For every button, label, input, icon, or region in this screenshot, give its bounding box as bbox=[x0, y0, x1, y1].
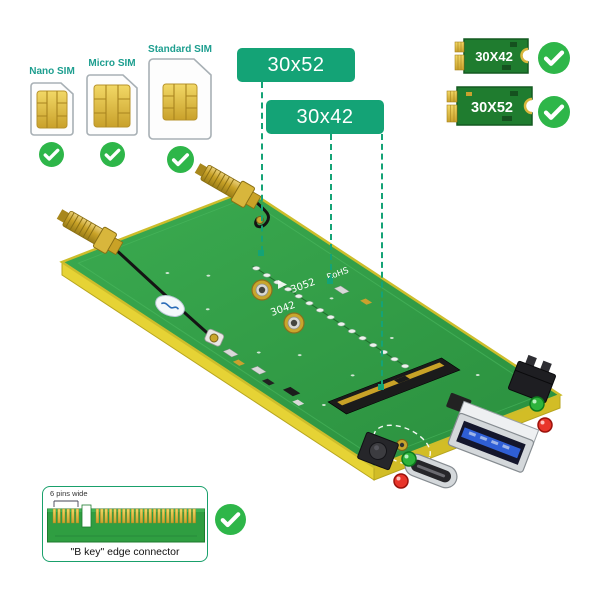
standoff-1 bbox=[251, 279, 273, 301]
bkey-diagram: 6 pins wide "B key" edge connector bbox=[42, 486, 208, 562]
sim-label-standard: Standard SIM bbox=[148, 44, 212, 55]
callout-line-2 bbox=[330, 134, 332, 280]
smd-components bbox=[222, 285, 373, 406]
bkey-caption: "B key" edge connector bbox=[70, 546, 180, 558]
led-red-1 bbox=[537, 417, 553, 433]
pins-note: 6 pins wide bbox=[50, 489, 88, 498]
callout-line-2-end bbox=[327, 278, 333, 284]
callout-line-3 bbox=[381, 134, 383, 386]
pcb-board bbox=[59, 188, 563, 469]
antenna-cable-1 bbox=[112, 246, 215, 340]
sim-label-nano: Nano SIM bbox=[29, 66, 75, 77]
size-callout-30x42: 30x42 bbox=[266, 100, 384, 134]
sim-card-nano bbox=[30, 82, 74, 141]
vias bbox=[165, 272, 480, 406]
bkey-notch bbox=[81, 504, 92, 528]
check-icon bbox=[167, 146, 194, 173]
callout-line-1 bbox=[261, 82, 263, 252]
tact-button bbox=[357, 431, 399, 471]
screw-hole-center bbox=[399, 442, 405, 448]
sim-chip bbox=[93, 84, 131, 128]
pins-bracket bbox=[53, 500, 79, 507]
silkscreen-logo bbox=[278, 280, 287, 289]
led-green-1 bbox=[529, 396, 545, 412]
sim-label-micro: Micro SIM bbox=[88, 58, 136, 69]
module-30x52-label: 30X52 bbox=[471, 100, 513, 116]
logo-sticker bbox=[155, 295, 185, 317]
sim-card-standard bbox=[148, 58, 212, 145]
check-icon bbox=[538, 42, 570, 74]
size-callout-30x52: 30x52 bbox=[237, 48, 355, 82]
m2-slot bbox=[327, 357, 461, 415]
check-icon bbox=[215, 504, 246, 535]
check-icon bbox=[39, 142, 64, 167]
led-red-2-highlight bbox=[396, 476, 401, 481]
led-red-2 bbox=[393, 473, 409, 489]
callout-line-3-end bbox=[378, 384, 384, 390]
usb-a-port bbox=[447, 400, 540, 473]
sim-chip bbox=[162, 83, 198, 121]
led-green-1-highlight bbox=[532, 399, 537, 404]
pin-header bbox=[508, 354, 556, 404]
bkey-pins-right bbox=[95, 508, 196, 524]
usb-c-port bbox=[404, 453, 458, 489]
check-icon bbox=[100, 142, 125, 167]
module-30x42: 30X42 bbox=[452, 36, 532, 81]
module-30x52: 30X52 bbox=[444, 84, 536, 133]
sim-chip bbox=[36, 90, 68, 129]
standoff-2 bbox=[283, 312, 305, 334]
callout-line-1-end bbox=[258, 250, 264, 256]
pcb-illustration: 3052 RoHS 3042 bbox=[56, 163, 563, 489]
led-green-2 bbox=[401, 451, 417, 467]
bkey-connector-drawing bbox=[47, 500, 205, 543]
check-icon bbox=[538, 96, 570, 128]
led-green-2-highlight bbox=[404, 454, 409, 459]
module-edge-fingers bbox=[446, 90, 458, 123]
sim-card-micro bbox=[86, 74, 138, 141]
ufl-connector-1 bbox=[209, 333, 219, 343]
bkey-pins-left bbox=[52, 508, 79, 524]
sma-connector-2 bbox=[194, 163, 262, 210]
size-callout-30x42-label: 30x42 bbox=[296, 105, 354, 128]
module-edge-fingers bbox=[454, 41, 465, 71]
size-callout-30x52-label: 30x52 bbox=[267, 53, 325, 76]
led-red-1-highlight bbox=[540, 420, 545, 425]
sma-connector-1 bbox=[56, 209, 124, 256]
module-30x42-label: 30X42 bbox=[475, 49, 513, 64]
